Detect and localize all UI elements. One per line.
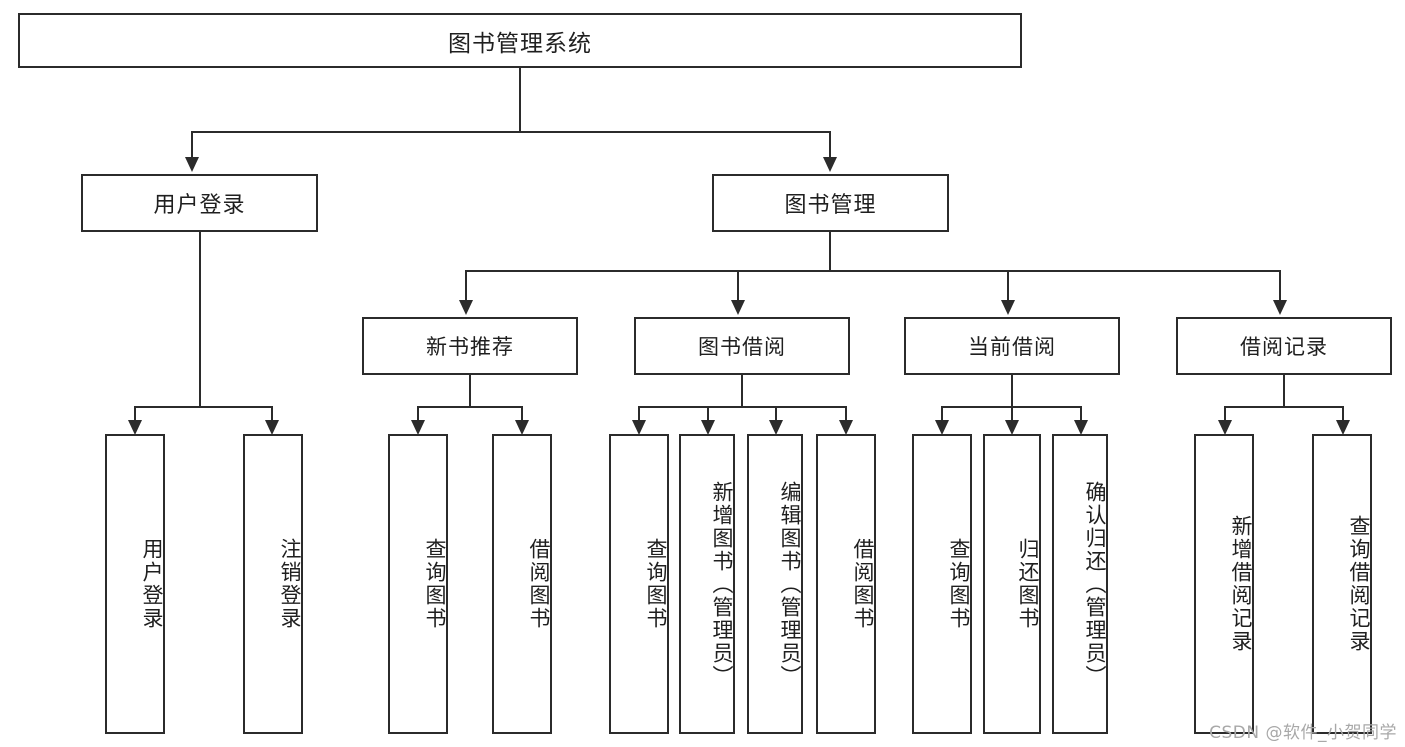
connector-new-books-to-leaf-1 [417,406,419,420]
leaf-node-return-books[interactable]: 归还图书 [983,434,1041,734]
arrow-root-to-user-login [185,157,199,172]
arrow-bm-to-borrow-records [1273,300,1287,315]
connector-borrow-books-stem [741,375,743,406]
node-book-management[interactable]: 图书管理 [712,174,949,232]
node-label: 图书借阅 [698,335,786,359]
connector-root-to-user-login [191,131,193,157]
node-label: 新增图书（管理员） [710,480,734,688]
connector-borrow-records-bus [1224,406,1342,408]
connector-current-borrow-to-leaf-3 [1080,406,1082,420]
arrow-bm-to-new-books [459,300,473,315]
node-label: 借阅图书 [851,538,875,630]
node-label: 图书管理 [784,193,877,218]
connector-bm-to-borrow-books [737,270,739,300]
arrow-new-books-to-leaf-2 [515,420,529,435]
node-label: 查询借阅记录 [1347,515,1371,653]
node-label: 新书推荐 [426,335,514,359]
node-book-borrowing[interactable]: 图书借阅 [634,317,850,375]
connector-current-borrow-to-leaf-2 [1011,406,1013,420]
arrow-borrow-records-to-leaf-2 [1336,420,1350,435]
connector-borrow-records-to-leaf-2 [1342,406,1344,420]
connector-bm-to-current-borrow [1007,270,1009,300]
arrow-borrow-books-to-leaf-3 [769,420,783,435]
arrow-borrow-books-to-leaf-4 [839,420,853,435]
node-label: 查询图书 [644,538,668,630]
node-new-book-recommendation[interactable]: 新书推荐 [362,317,578,375]
node-label: 确认归还（管理员） [1083,480,1107,688]
node-root-book-management-system[interactable]: 图书管理系统 [18,13,1022,68]
arrow-user-login-to-leaf-1 [128,420,142,435]
connector-root-bus [191,131,831,133]
connector-book-management-stem [829,232,831,270]
node-label: 借阅图书 [527,538,551,630]
node-label: 查询图书 [423,538,447,630]
node-label: 借阅记录 [1240,335,1328,359]
connector-new-books-to-leaf-2 [521,406,523,420]
arrow-bm-to-borrow-books [731,300,745,315]
connector-user-login-to-leaf-2 [271,406,273,420]
connector-borrow-books-to-leaf-3 [775,406,777,420]
connector-user-login-bus [134,406,271,408]
node-user-login[interactable]: 用户登录 [81,174,318,232]
leaf-node-add-borrow-record[interactable]: 新增借阅记录 [1194,434,1254,734]
node-label: 归还图书 [1016,538,1040,630]
watermark-text: CSDN @软件_小贺同学 [1209,723,1397,743]
connector-new-books-bus [417,406,521,408]
arrow-current-borrow-to-leaf-2 [1005,420,1019,435]
connector-root-to-book-management [829,131,831,157]
leaf-node-logout[interactable]: 注销登录 [243,434,303,734]
leaf-node-user-login[interactable]: 用户登录 [105,434,165,734]
leaf-node-query-borrow-record[interactable]: 查询借阅记录 [1312,434,1372,734]
leaf-node-borrow-books-new[interactable]: 借阅图书 [492,434,552,734]
node-label: 编辑图书（管理员） [778,480,802,688]
connector-borrow-books-to-leaf-1 [638,406,640,420]
connector-current-borrow-bus [941,406,1080,408]
connector-borrow-records-to-leaf-1 [1224,406,1226,420]
node-label: 图书管理系统 [448,30,592,57]
connector-borrow-records-stem [1283,375,1285,406]
node-current-borrowing[interactable]: 当前借阅 [904,317,1120,375]
arrow-root-to-book-management [823,157,837,172]
node-label: 注销登录 [278,538,302,630]
connector-new-books-stem [469,375,471,406]
arrow-current-borrow-to-leaf-3 [1074,420,1088,435]
leaf-node-add-book-admin[interactable]: 新增图书（管理员） [679,434,735,734]
arrow-borrow-books-to-leaf-1 [632,420,646,435]
connector-user-login-to-leaf-1 [134,406,136,420]
arrow-bm-to-current-borrow [1001,300,1015,315]
leaf-node-query-books-new[interactable]: 查询图书 [388,434,448,734]
connector-current-borrow-stem [1011,375,1013,406]
connector-bm-to-new-books [465,270,467,300]
arrow-new-books-to-leaf-1 [411,420,425,435]
node-label: 用户登录 [140,538,164,630]
connector-borrow-books-to-leaf-2 [707,406,709,420]
arrow-borrow-books-to-leaf-2 [701,420,715,435]
connector-root-stem [519,68,521,131]
node-borrowing-records[interactable]: 借阅记录 [1176,317,1392,375]
leaf-node-edit-book-admin[interactable]: 编辑图书（管理员） [747,434,803,734]
arrow-borrow-records-to-leaf-1 [1218,420,1232,435]
leaf-node-borrow-books-borrow[interactable]: 借阅图书 [816,434,876,734]
arrow-current-borrow-to-leaf-1 [935,420,949,435]
leaf-node-confirm-return-admin[interactable]: 确认归还（管理员） [1052,434,1108,734]
arrow-user-login-to-leaf-2 [265,420,279,435]
connector-borrow-books-bus [638,406,845,408]
connector-book-management-bus [465,270,1281,272]
connector-user-login-stem [199,232,201,406]
node-label: 查询图书 [947,538,971,630]
connector-borrow-books-to-leaf-4 [845,406,847,420]
connector-bm-to-borrow-records [1279,270,1281,300]
leaf-node-query-books-borrow[interactable]: 查询图书 [609,434,669,734]
node-label: 用户登录 [153,193,246,218]
node-label: 新增借阅记录 [1229,515,1253,653]
leaf-node-query-books-current[interactable]: 查询图书 [912,434,972,734]
node-label: 当前借阅 [968,335,1056,359]
connector-current-borrow-to-leaf-1 [941,406,943,420]
